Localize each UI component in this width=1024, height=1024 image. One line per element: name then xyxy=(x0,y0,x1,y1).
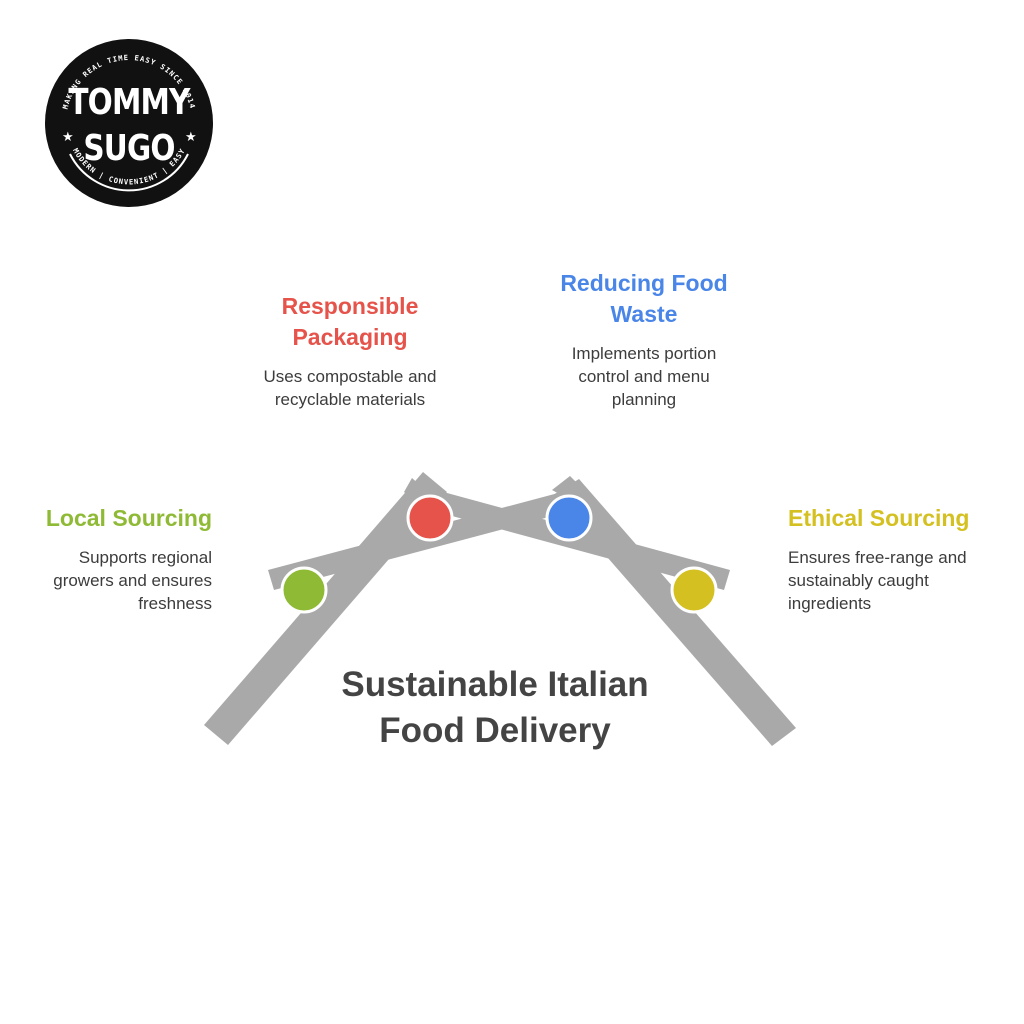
node-ethical-sourcing xyxy=(670,566,718,614)
node-responsible-packaging xyxy=(406,494,454,542)
item-title: Reducing Food Waste xyxy=(560,270,728,327)
star-icon: ★ xyxy=(62,129,74,144)
beam-tab-right xyxy=(552,476,586,502)
logo-badge: MAKING REAL TIME EASY SINCE 2014 MODERN … xyxy=(45,39,213,207)
node-reducing-food-waste xyxy=(545,494,593,542)
item-title: Responsible Packaging xyxy=(281,293,419,350)
tommy-sugo-logo: MAKING REAL TIME EASY SINCE 2014 MODERN … xyxy=(44,38,214,208)
item-description: Uses compostable and recyclable material… xyxy=(263,367,437,409)
item-title: Ethical Sourcing xyxy=(788,505,970,531)
center-title: Sustainable Italian Food Delivery xyxy=(341,665,649,750)
item-responsible-packaging: Responsible Packaging Uses compostable a… xyxy=(240,291,460,411)
item-title: Local Sourcing xyxy=(45,505,212,531)
item-description: Supports regional growers and ensures fr… xyxy=(53,548,212,613)
item-description: Implements portion control and menu plan… xyxy=(571,344,717,409)
item-reducing-food-waste: Reducing Food Waste Implements portion c… xyxy=(544,268,744,411)
logo-line-2: SUGO xyxy=(83,128,175,169)
node-local-sourcing xyxy=(280,566,328,614)
beam-cross-right xyxy=(430,490,730,590)
item-description: Ensures free-range and sustainably caugh… xyxy=(788,548,967,613)
logo-line-1: TOMMY xyxy=(68,82,190,123)
star-icon: ★ xyxy=(185,129,197,144)
item-local-sourcing: Local Sourcing Supports regional growers… xyxy=(0,503,212,615)
item-ethical-sourcing: Ethical Sourcing Ensures free-range and … xyxy=(788,503,993,615)
